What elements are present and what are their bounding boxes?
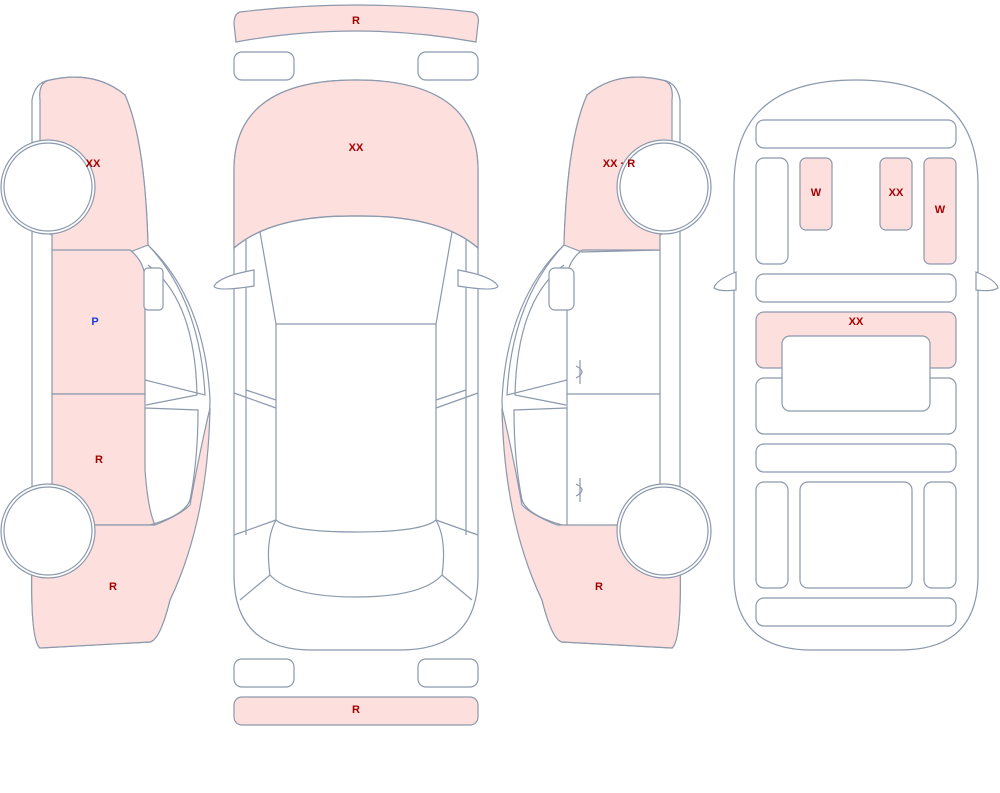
interior-part-a[interactable] — [799, 157, 833, 231]
left-rear-quarter-label: R — [109, 581, 117, 593]
left-front-door-label: P — [91, 316, 98, 328]
interior-part-b[interactable] — [879, 157, 913, 231]
windshield — [233, 215, 479, 325]
rear-left-light[interactable] — [233, 658, 295, 688]
interior-left-mirror[interactable] — [713, 271, 737, 292]
interior-trunk-panel[interactable] — [755, 597, 957, 627]
interior-left-column[interactable] — [755, 157, 789, 265]
interior-rear-left[interactable] — [755, 481, 789, 589]
right-side-view: XX · R R — [501, 76, 712, 649]
rear-bumper-label: R — [352, 704, 360, 716]
right-mirror[interactable] — [548, 267, 575, 311]
left-rear-quarter[interactable] — [31, 407, 211, 649]
dashboard-label: XX — [849, 316, 864, 328]
front-left-headlight[interactable] — [233, 51, 295, 81]
left-mirror[interactable] — [143, 267, 164, 311]
right-door-lines — [566, 249, 661, 525]
right-front-wheel-inner — [619, 142, 709, 232]
left-front-door[interactable] — [51, 249, 146, 395]
interior-mid-panel[interactable] — [755, 273, 957, 303]
interior-view: W XX W XX — [713, 79, 999, 651]
rear-bumper[interactable] — [233, 696, 479, 726]
right-front-door-handle[interactable] — [575, 360, 583, 384]
interior-right-mirror[interactable] — [975, 271, 999, 292]
rear-right-light[interactable] — [417, 658, 479, 688]
interior-part-a-label: W — [811, 187, 822, 199]
front-bumper[interactable] — [233, 4, 479, 43]
interior-front-panel[interactable] — [755, 119, 957, 149]
interior-rear-seat[interactable] — [799, 481, 913, 589]
left-front-fender-label: XX — [86, 158, 101, 170]
front-right-headlight[interactable] — [417, 51, 479, 81]
top-left-mirror[interactable] — [213, 269, 255, 290]
hood-label: XX — [349, 142, 364, 154]
interior-part-c[interactable] — [923, 157, 957, 265]
top-view: R XX R — [213, 4, 499, 726]
right-front-fender-label: XX · R — [603, 158, 635, 170]
left-rear-wheel-inner — [3, 486, 93, 576]
top-right-mirror[interactable] — [457, 269, 499, 290]
right-rear-door-handle[interactable] — [575, 478, 583, 502]
left-rear-door-label: R — [95, 454, 103, 466]
roof — [275, 324, 437, 533]
interior-part-c-label: W — [935, 204, 946, 216]
right-rear-quarter-label: R — [595, 581, 603, 593]
interior-rear-right[interactable] — [923, 481, 957, 589]
interior-floor-panel[interactable] — [755, 443, 957, 473]
side-lines — [233, 240, 479, 536]
rear-window — [239, 519, 473, 601]
interior-console[interactable] — [781, 335, 931, 412]
left-side-view: XX P R R — [0, 76, 211, 649]
front-bumper-label: R — [352, 15, 360, 27]
left-front-wheel-inner — [3, 142, 93, 232]
right-rear-wheel-inner — [619, 486, 709, 576]
right-rear-quarter[interactable] — [501, 407, 681, 649]
interior-part-b-label: XX — [889, 187, 904, 199]
